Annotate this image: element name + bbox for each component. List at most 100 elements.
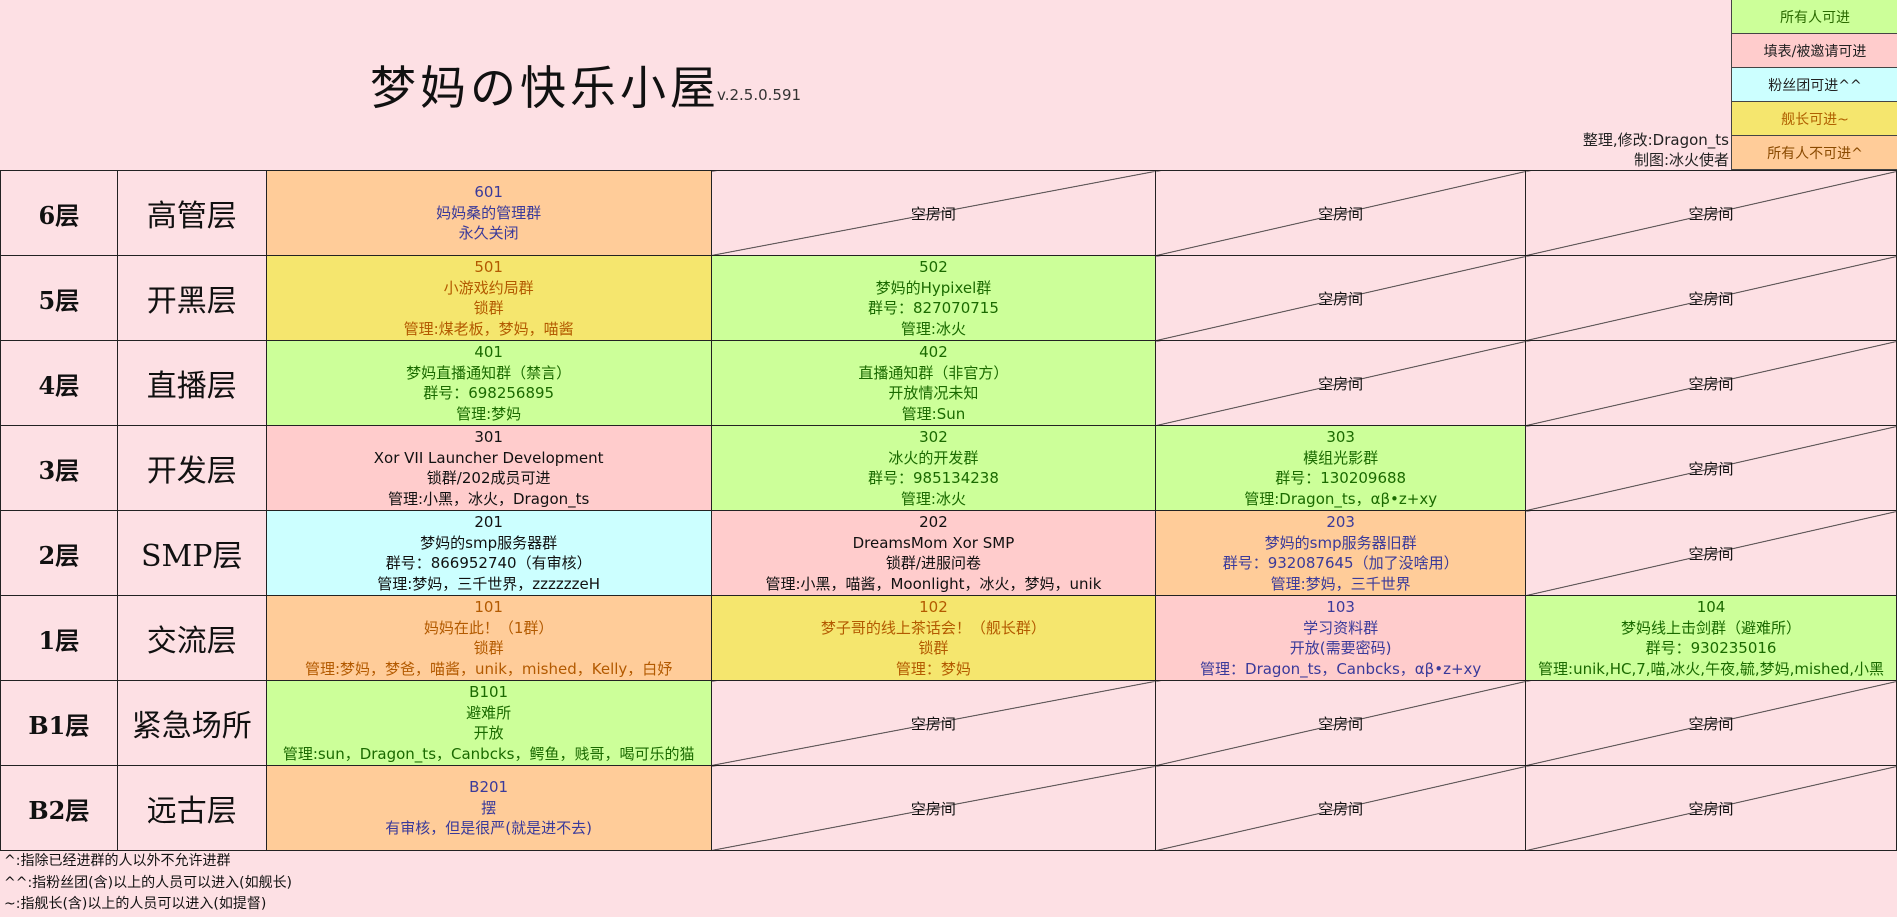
empty-room-label: 空房间 xyxy=(1318,714,1364,733)
room-info-line: 群号：130209688 xyxy=(1275,469,1407,487)
empty-room-label: 空房间 xyxy=(910,799,956,818)
room-number: 601 xyxy=(474,183,503,202)
floor-name: 直播层 xyxy=(116,340,267,426)
floor-number: B2层 xyxy=(0,765,118,851)
legend-item: 舰长可进~ xyxy=(1732,102,1897,136)
room-cell: 402 直播通知群（非官方） 开放情况未知管理:Sun xyxy=(710,340,1157,426)
empty-room: 空房间 xyxy=(1525,255,1897,341)
room-number: 102 xyxy=(919,598,948,616)
room-number: 402 xyxy=(919,343,948,361)
room-info-line: 妈妈桑的管理群 xyxy=(436,203,542,222)
empty-room: 空房间 xyxy=(710,765,1157,851)
page-title: 梦妈の快乐小屋 xyxy=(370,61,720,115)
floor-name: SMP层 xyxy=(116,510,267,596)
room-info-line: 管理:小黑，喵酱，Moonlight，冰火，梦妈，unik xyxy=(765,574,1102,593)
floor-name: 开黑层 xyxy=(116,255,267,341)
empty-room: 空房间 xyxy=(1525,170,1897,256)
header: 梦妈の快乐小屋 v.2.5.0.591 整理,修改:Dragon_ts 制图:冰… xyxy=(0,0,1897,170)
floor-number: 4层 xyxy=(0,340,118,426)
room-info-line: 群号：866952740（有审核） xyxy=(385,554,592,572)
room-info-line: 群号：827070715 xyxy=(867,299,999,317)
room-info-line: 梦妈的smp服务器旧群 xyxy=(1264,533,1417,552)
empty-room-label: 空房间 xyxy=(1688,544,1734,563)
room-number: B201 xyxy=(469,778,509,797)
credit-maker: 制图:冰火使者 xyxy=(1633,151,1729,169)
room-info-line: 梦妈线上击剑群（避难所） xyxy=(1621,618,1802,637)
room-info-line: 冰火的开发群 xyxy=(888,448,979,467)
room-info-line: 管理:冰火 xyxy=(900,319,966,338)
floor-number: B1层 xyxy=(0,680,118,766)
room-number: 101 xyxy=(474,598,503,616)
floor-number: 2层 xyxy=(0,510,118,596)
version-label: v.2.5.0.591 xyxy=(717,86,802,104)
room-info-line: 小游戏约局群 xyxy=(443,278,534,297)
room-info-line: 梦妈直播通知群（禁言） xyxy=(406,363,572,382)
room-info-line: 直播通知群（非官方） xyxy=(858,363,1009,382)
empty-room-label: 空房间 xyxy=(1318,204,1364,223)
room-number: 203 xyxy=(1326,513,1355,531)
credit-editor: 整理,修改:Dragon_ts xyxy=(1582,131,1729,149)
floor-number: 1层 xyxy=(0,595,118,681)
empty-room-label: 空房间 xyxy=(1688,289,1734,308)
room-info-line: 学习资料群 xyxy=(1303,618,1379,637)
room-info-line: 避难所 xyxy=(466,703,512,722)
room-info-line: 开放情况未知 xyxy=(888,384,979,402)
room-info-line: 锁群/202成员可进 xyxy=(426,469,551,487)
room-number: 501 xyxy=(474,258,503,276)
room-info-line: 梦子哥的线上茶话会！（舰长群） xyxy=(820,618,1046,637)
empty-room-label: 空房间 xyxy=(1688,204,1734,223)
room-info-line: 管理:sun，Dragon_ts，Canbcks，鳄鱼，贱哥，喝可乐的猫 xyxy=(282,744,695,763)
legend-item: 所有人不可进^ xyxy=(1732,136,1897,170)
floor-number: 6层 xyxy=(0,170,118,256)
floor-row: B1层紧急场所 B101 避难所开放管理:sun，Dragon_ts，Canbcks… xyxy=(0,680,1897,766)
footnotes: ^:指除已经进群的人以外不允许进群^^:指粉丝团(含)以上的人员可以进入(如舰长… xyxy=(4,851,292,916)
empty-room-label: 空房间 xyxy=(1318,289,1364,308)
empty-room-label: 空房间 xyxy=(910,204,956,223)
room-cell: B101 避难所开放管理:sun，Dragon_ts，Canbcks，鳄鱼，贱哥，… xyxy=(265,680,712,766)
room-info-line: 开放(需要密码) xyxy=(1289,639,1392,657)
empty-room: 空房间 xyxy=(1155,340,1527,426)
room-number: 201 xyxy=(474,513,503,531)
footnote: ^:指除已经进群的人以外不允许进群 xyxy=(4,853,231,869)
empty-room: 空房间 xyxy=(1525,340,1897,426)
room-number: 302 xyxy=(919,428,948,446)
room-info-line: 梦妈的smp服务器群 xyxy=(420,533,558,552)
empty-room: 空房间 xyxy=(1525,425,1897,511)
floor-name: 紧急场所 xyxy=(116,680,267,766)
empty-room-label: 空房间 xyxy=(910,714,956,733)
room-number: 103 xyxy=(1326,598,1355,616)
room-info-line: 管理:煤老板，梦妈，喵酱 xyxy=(403,319,574,338)
empty-room: 空房间 xyxy=(710,170,1157,256)
empty-room: 空房间 xyxy=(1155,170,1527,256)
room-info-line: 管理：梦妈 xyxy=(895,659,971,678)
empty-room-label: 空房间 xyxy=(1688,799,1734,818)
empty-room-label: 空房间 xyxy=(1688,374,1734,393)
room-info-line: 永久关闭 xyxy=(458,224,519,243)
legend-item: 所有人可进 xyxy=(1732,0,1897,34)
room-info-line: 梦妈的Hypixel群 xyxy=(875,278,992,297)
room-info-line: 锁群 xyxy=(473,299,504,317)
empty-room: 空房间 xyxy=(710,680,1157,766)
floor-name: 交流层 xyxy=(116,595,267,681)
room-info-line: 开放 xyxy=(473,724,504,742)
empty-room-label: 空房间 xyxy=(1318,374,1364,393)
floor-name: 开发层 xyxy=(116,425,267,511)
room-info-line: 模组光影群 xyxy=(1303,448,1379,467)
room-info-line: 管理:Sun xyxy=(901,404,966,423)
room-number: B101 xyxy=(469,683,509,701)
room-info-line: 妈妈在此！（1群） xyxy=(423,618,554,637)
footnote: ~:指舰长(含)以上的人员可以进入(如提督) xyxy=(4,896,267,912)
room-info-line: 管理:梦妈 xyxy=(456,404,522,423)
floor-number: 3层 xyxy=(0,425,118,511)
empty-room: 空房间 xyxy=(1155,765,1527,851)
